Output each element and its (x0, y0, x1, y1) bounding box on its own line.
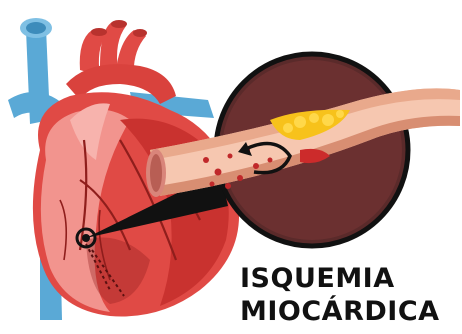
caption-line-1: ISQUEMIA (240, 264, 458, 294)
caption-line-2: MIOCÁRDICA (240, 297, 458, 327)
aorta-icon (66, 20, 176, 104)
